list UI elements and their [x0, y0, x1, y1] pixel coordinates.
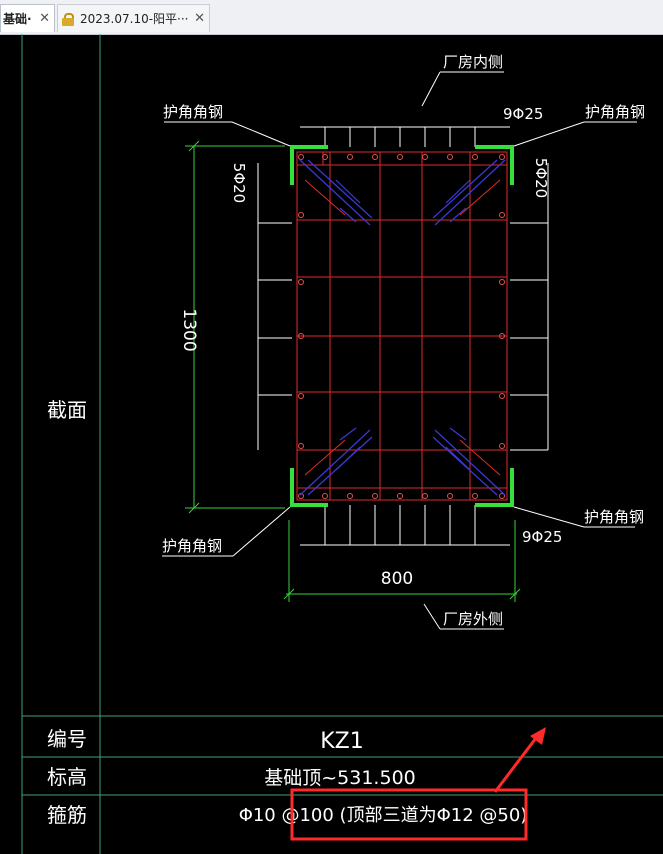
cad-drawing-canvas[interactable]: 截面 编号 KZ1 标高 基础顶~531.500 箍筋 Φ10 @100 (顶部…: [0, 34, 663, 854]
rebar-top-label: 9Φ25: [503, 105, 543, 123]
title-inner-side: 厂房内侧: [443, 53, 503, 71]
rebar-dots: [298, 154, 505, 499]
corner-steel-label-br: 护角角钢: [584, 508, 644, 526]
annotation-highlight: [290, 727, 546, 841]
rebar-right-label: 5Φ20: [532, 158, 550, 198]
corner-steel-label-tl: 护角角钢: [163, 103, 223, 121]
corner-angle-steel: [290, 145, 514, 507]
rebar-bottom-label: 9Φ25: [522, 528, 562, 546]
dimension-height: [185, 140, 285, 514]
rebar-grid: [296, 151, 508, 501]
row-value-stirrup: Φ10 @100 (顶部三道为Φ12 @50): [239, 805, 528, 826]
dimension-height-value: 1300: [179, 308, 199, 351]
tab-drawing-file[interactable]: 2023.07.10-阳平··· ✕: [57, 4, 210, 32]
tab-bar: 基础· ✕ 2023.07.10-阳平··· ✕: [0, 0, 663, 35]
dimension-width: [283, 520, 521, 602]
info-table: 编号 KZ1 标高 基础顶~531.500 箍筋 Φ10 @100 (顶部三道为…: [47, 727, 527, 827]
title-outer-side: 厂房外侧: [443, 610, 503, 628]
dimension-width-value: 800: [381, 569, 413, 589]
tab-basis[interactable]: 基础· ✕: [0, 4, 55, 32]
diagonal-ties: [299, 159, 506, 496]
leader-lines: [162, 71, 637, 630]
lock-icon: [62, 12, 74, 26]
close-icon[interactable]: ✕: [194, 11, 205, 26]
corner-steel-label-bl: 护角角钢: [162, 537, 222, 555]
section-label: 截面: [47, 398, 87, 422]
row-label-elevation: 标高: [47, 765, 87, 789]
labels: 厂房内侧 厂房外侧 护角角钢 护角角钢 护角角钢 护角角钢 9Φ25 9Φ25 …: [162, 53, 645, 628]
table-frame: [21, 34, 663, 854]
row-value-number: KZ1: [320, 729, 364, 754]
tab-label: 2023.07.10-阳平···: [80, 12, 189, 26]
row-label-stirrup: 箍筋: [47, 803, 87, 827]
row-value-elevation: 基础顶~531.500: [264, 767, 416, 789]
diagonal-ties-red: [304, 179, 501, 476]
tab-label: 基础·: [3, 12, 32, 26]
corner-steel-label-tr: 护角角钢: [585, 103, 645, 121]
close-icon[interactable]: ✕: [39, 11, 50, 26]
rebar-left-label: 5Φ20: [230, 163, 248, 203]
tie-lines: [257, 126, 549, 546]
row-label-number: 编号: [47, 727, 87, 751]
